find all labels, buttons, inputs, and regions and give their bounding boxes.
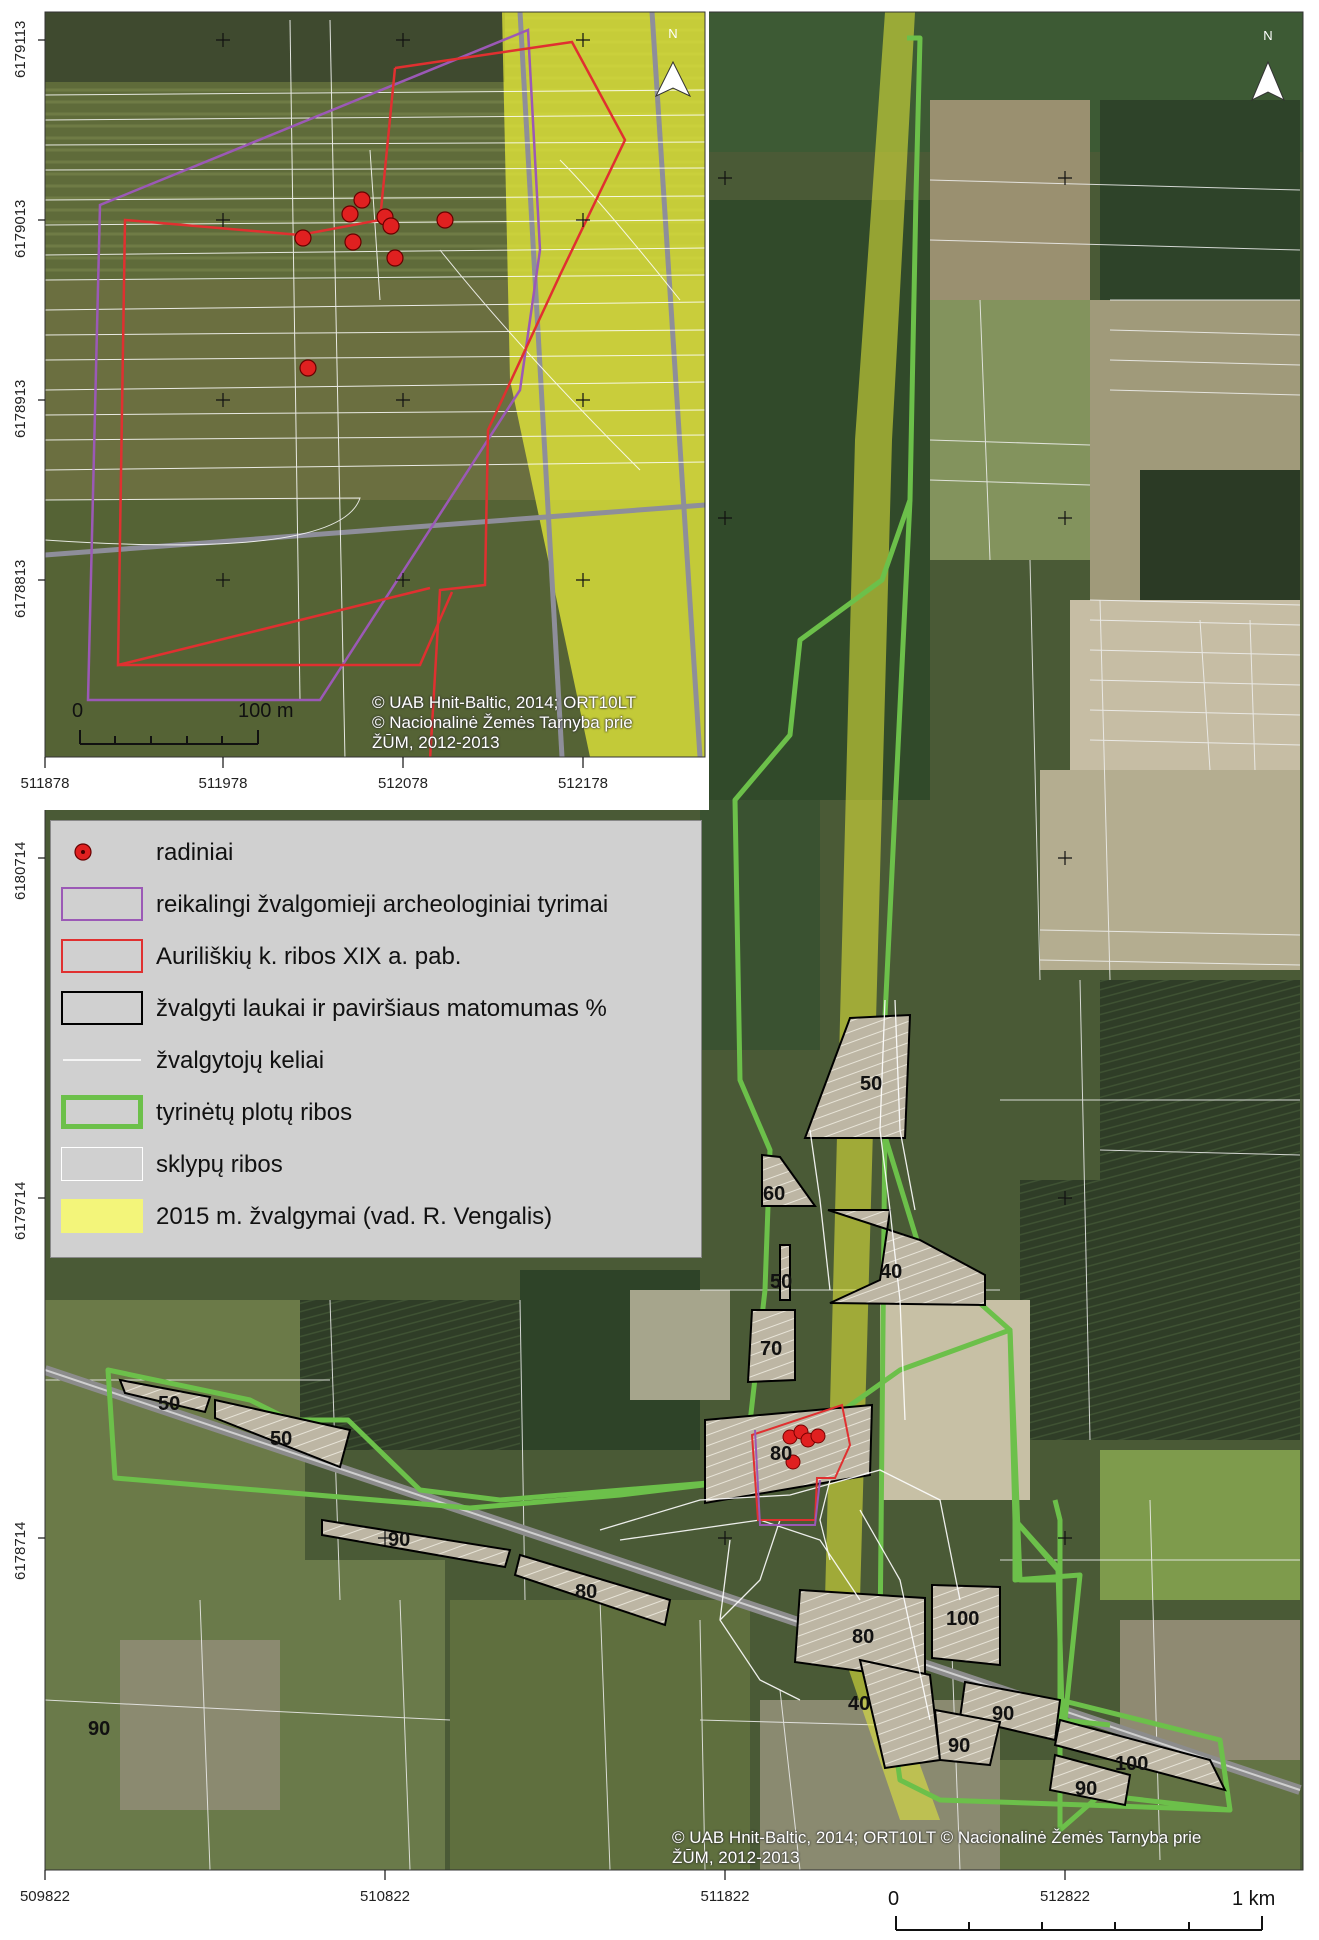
legend-item-study-bounds: tyrinėtų plotų ribos bbox=[51, 1087, 701, 1137]
main-x-coord: 510822 bbox=[359, 1888, 411, 1905]
legend-swatch bbox=[61, 991, 143, 1025]
legend-label: žvalgyti laukai ir paviršiaus matomumas … bbox=[156, 995, 607, 1022]
north-arrow-icon: N bbox=[654, 26, 692, 98]
legend-label: sklypų ribos bbox=[156, 1151, 283, 1178]
main-y-coord: 6179714 bbox=[12, 1181, 29, 1240]
main-copyright: © UAB Hnit-Baltic, 2014; ORT10LT © Nacio… bbox=[672, 1828, 1202, 1867]
survey-field bbox=[1048, 1753, 1132, 1807]
field-label: 70 bbox=[760, 1338, 782, 1360]
legend-label: Auriliškių k. ribos XIX a. pab. bbox=[156, 943, 462, 970]
legend-swatch bbox=[61, 939, 143, 973]
inset-x-coord: 512078 bbox=[377, 775, 429, 792]
inset-y-coord: 6178813 bbox=[12, 559, 29, 618]
field-label: 100 bbox=[946, 1608, 979, 1630]
legend-swatch bbox=[61, 887, 143, 921]
legend-swatch bbox=[61, 1147, 143, 1181]
main-x-coord: 512822 bbox=[1039, 1888, 1091, 1905]
field-label: 50 bbox=[770, 1271, 792, 1293]
legend-swatch bbox=[61, 1199, 143, 1233]
survey-field bbox=[779, 1244, 791, 1301]
survey-field bbox=[513, 1553, 672, 1627]
survey-field bbox=[746, 1309, 796, 1384]
legend-swatch bbox=[61, 1095, 143, 1129]
survey-field bbox=[827, 1209, 986, 1307]
field-label: 50 bbox=[860, 1073, 882, 1095]
survey-field bbox=[931, 1583, 1001, 1667]
field-label: 90 bbox=[388, 1529, 410, 1551]
main-scale-end: 1 km bbox=[1232, 1888, 1276, 1910]
north-arrow-icon: N bbox=[1251, 28, 1285, 102]
inset-x-coord: 511978 bbox=[198, 775, 248, 792]
legend-label: 2015 m. žvalgymai (vad. R. Vengalis) bbox=[156, 1203, 553, 1230]
main-x-coord: 509822 bbox=[19, 1888, 71, 1905]
field-label: 100 bbox=[1115, 1753, 1148, 1775]
find-markers-main bbox=[782, 1424, 826, 1470]
main-scale-start: 0 bbox=[888, 1888, 900, 1910]
legend-label: tyrinėtų plotų ribos bbox=[156, 1099, 353, 1126]
field-label: 90 bbox=[88, 1718, 110, 1740]
inset-map: N bbox=[45, 12, 705, 757]
svg-text:N: N bbox=[668, 26, 677, 41]
field-label: 40 bbox=[880, 1261, 902, 1283]
legend-item-survey-2015: 2015 m. žvalgymai (vad. R. Vengalis) bbox=[51, 1191, 701, 1241]
survey-field bbox=[1053, 1718, 1227, 1792]
field-label: 40 bbox=[848, 1693, 870, 1715]
main-x-coord: 511822 bbox=[700, 1888, 750, 1905]
legend-item-survey-needed: reikalingi žvalgomieji archeologiniai ty… bbox=[51, 879, 701, 929]
field-label: 90 bbox=[992, 1703, 1014, 1725]
survey-field bbox=[214, 1398, 352, 1469]
legend-label: žvalgytojų keliai bbox=[156, 1047, 325, 1074]
main-scale-bar bbox=[895, 1916, 1263, 1931]
svg-text:N: N bbox=[1263, 28, 1272, 43]
survey-field bbox=[761, 1153, 817, 1207]
inset-y-coord: 6178913 bbox=[12, 379, 29, 438]
inset-x-coord: 511878 bbox=[20, 775, 70, 792]
survey-field bbox=[321, 1518, 512, 1569]
field-label: 50 bbox=[158, 1393, 180, 1415]
main-y-coord: 6180714 bbox=[12, 841, 29, 900]
inset-y-coord: 6179113 bbox=[12, 20, 29, 78]
inset-scale-start: 0 bbox=[72, 700, 84, 722]
field-label: 50 bbox=[270, 1428, 292, 1450]
field-label: 80 bbox=[770, 1443, 792, 1465]
legend-item-village-bounds: Auriliškių k. ribos XIX a. pab. bbox=[51, 931, 701, 981]
find-marker-icon bbox=[74, 843, 92, 861]
legend-swatch bbox=[63, 1059, 141, 1061]
inset-scale-end: 100 m bbox=[238, 700, 294, 722]
legend-label: radiniai bbox=[156, 839, 234, 866]
inset-x-coord: 512178 bbox=[557, 775, 609, 792]
field-label: 90 bbox=[948, 1735, 970, 1757]
find-markers-inset bbox=[294, 191, 454, 377]
field-label: 80 bbox=[575, 1581, 597, 1603]
survey-field bbox=[933, 1708, 1002, 1767]
inset-y-coord: 6179013 bbox=[12, 199, 29, 258]
field-label: 80 bbox=[852, 1626, 874, 1648]
legend-item-parcel-bounds: sklypų ribos bbox=[51, 1139, 701, 1189]
legend-item-surveyor-tracks: žvalgytojų keliai bbox=[51, 1035, 701, 1085]
map-legend: radiniai reikalingi žvalgomieji archeolo… bbox=[50, 820, 702, 1258]
field-labels: 50 60 50 40 70 80 50 50 90 80 80 100 40 … bbox=[88, 1073, 1148, 1800]
field-label: 60 bbox=[763, 1183, 785, 1205]
legend-item-surveyed-fields: žvalgyti laukai ir paviršiaus matomumas … bbox=[51, 983, 701, 1033]
inset-scale-bar bbox=[79, 730, 259, 745]
study-boundary-line bbox=[105, 35, 1233, 1833]
field-label: 90 bbox=[1075, 1778, 1097, 1800]
survey-field bbox=[118, 1378, 212, 1414]
legend-item-finds: radiniai bbox=[51, 827, 701, 877]
main-y-coord: 6178714 bbox=[12, 1521, 29, 1580]
legend-label: reikalingi žvalgomieji archeologiniai ty… bbox=[156, 891, 609, 918]
inset-copyright: © UAB Hnit-Baltic, 2014; ORT10LT © Nacio… bbox=[372, 693, 637, 752]
